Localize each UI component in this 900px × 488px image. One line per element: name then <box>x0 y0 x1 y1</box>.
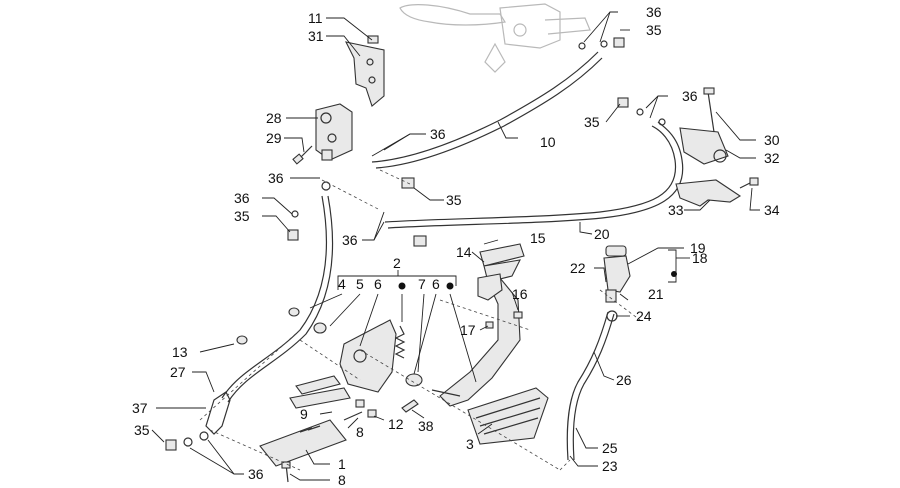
callout-32: 32 <box>764 150 780 166</box>
callout-34: 34 <box>764 202 780 218</box>
brake-hose-21 <box>384 121 684 229</box>
pedal-arm-3 <box>431 277 521 407</box>
leader-lines <box>151 11 760 481</box>
callout-9: 8 <box>356 424 364 440</box>
callout-10: 9 <box>300 406 308 422</box>
callout-16: 15 <box>530 230 546 246</box>
callout-7: 7 <box>418 276 426 292</box>
distribution-valve-29 <box>315 103 353 161</box>
callout-22: 21 <box>648 286 664 302</box>
callout-35-topright: 35 <box>646 22 662 38</box>
callout-2: 2 <box>393 255 401 271</box>
push-rod-9 <box>343 399 377 421</box>
callout-4: 4 <box>338 276 346 292</box>
banjo-bolts <box>165 37 666 451</box>
callout-15: 14 <box>456 244 472 260</box>
callout-36-left: 36 <box>268 170 284 186</box>
callout-14: 13 <box>172 344 188 360</box>
callout-36-center2: 36 <box>342 232 358 248</box>
callout-20: 19 <box>690 240 706 256</box>
pedal-bracket-15-17-18 <box>477 273 523 329</box>
callout-26: 25 <box>602 440 618 456</box>
callout-11: 10 <box>540 134 556 150</box>
bolt-38 <box>401 399 419 413</box>
callout-23: 22 <box>570 260 586 276</box>
callout-18: 17 <box>460 322 476 338</box>
bolt-12 <box>367 35 379 44</box>
callout-36-center: 36 <box>430 126 446 142</box>
callout-35-right: 35 <box>584 114 600 130</box>
callout-27: 26 <box>616 372 632 388</box>
group-bracket-19 <box>668 249 690 283</box>
reservoir-hose-27 <box>566 311 615 461</box>
callout-6a: 6 <box>374 276 382 292</box>
group-bracket-2 <box>337 270 457 290</box>
callout-17: 16 <box>512 286 528 302</box>
bolt-34 <box>739 177 759 189</box>
callout-37: 37 <box>132 400 148 416</box>
callout-36-bottom: 36 <box>248 466 264 482</box>
callout-35-bottomleft: 35 <box>134 422 150 438</box>
callout-19: 18 <box>692 250 708 266</box>
callout-36-right: 36 <box>682 88 698 104</box>
callout-5: 5 <box>356 276 364 292</box>
callout-21: 20 <box>594 226 610 242</box>
caliper-bracket-33 <box>675 179 742 207</box>
pedal-bracket-5 <box>339 319 397 393</box>
callout-28: 27 <box>170 364 186 380</box>
bolt-30-left <box>292 145 313 165</box>
callout-8: 8 <box>338 472 346 488</box>
callout-31: 31 <box>308 28 324 44</box>
callout-6b: 6 <box>432 276 440 292</box>
brake-hose-11 <box>371 51 603 169</box>
callout-33: 33 <box>668 202 684 218</box>
master-cylinder-32 <box>679 87 729 165</box>
callout-29: 28 <box>266 110 282 126</box>
spring-7 <box>394 325 406 359</box>
brake-hose-28 <box>205 195 334 435</box>
callout-38: 38 <box>418 418 434 434</box>
callout-30-right: 30 <box>764 132 780 148</box>
callout-36-left2: 36 <box>234 190 250 206</box>
callout-13: 12 <box>388 416 404 432</box>
handlebar-master-cylinder-ghost <box>399 3 591 73</box>
assembly-dashed-lines <box>199 169 641 471</box>
callout-1: 1 <box>338 456 346 472</box>
callout-24: 23 <box>602 458 618 474</box>
reservoir-19 <box>603 245 631 322</box>
bracket-31 <box>344 41 385 107</box>
callout-30-left: 29 <box>266 130 282 146</box>
callout-25: 24 <box>636 308 652 324</box>
bolt-8 <box>281 461 291 483</box>
callout-35-left: 35 <box>234 208 250 224</box>
callout-35-center: 35 <box>446 192 462 208</box>
callout-36-topright: 36 <box>646 4 662 20</box>
pedal-boot <box>467 387 549 445</box>
pivot-bolt-4 <box>236 307 300 345</box>
callout-labels: 11 31 28 29 36 36 35 36 10 35 36 20 36 3… <box>132 4 780 488</box>
callout-12: 11 <box>308 10 323 26</box>
callout-3: 3 <box>466 436 474 452</box>
master-cylinder-1 <box>259 375 351 467</box>
